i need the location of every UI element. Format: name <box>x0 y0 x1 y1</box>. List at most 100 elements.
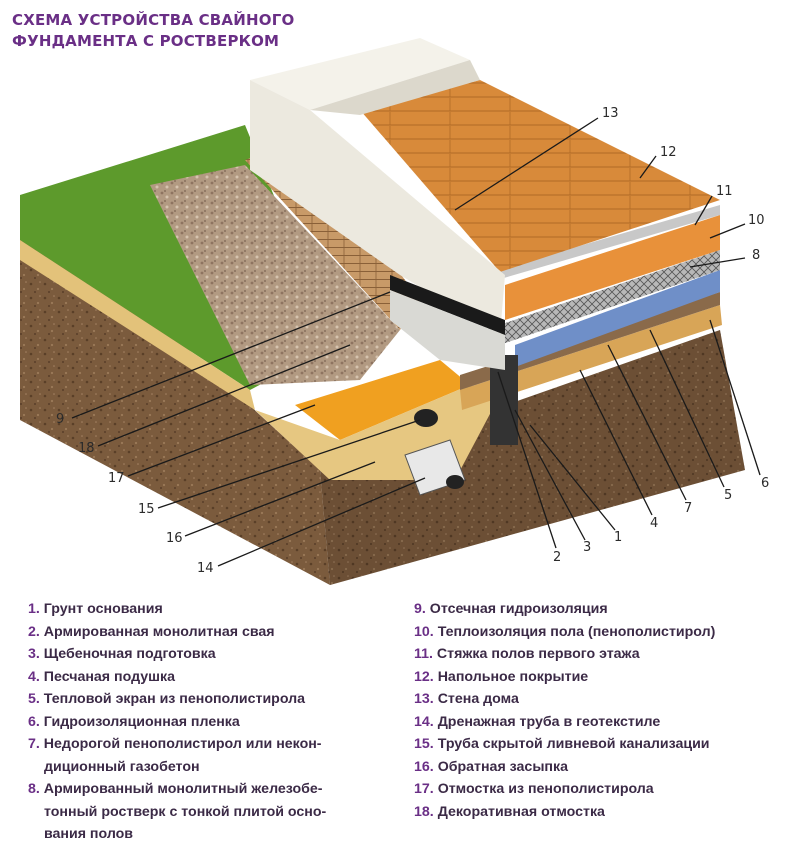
soil-right-face <box>320 330 745 585</box>
decorative-gravel <box>150 165 400 385</box>
callout-10: 10 <box>748 213 765 228</box>
diagram-title: СХЕМА УСТРОЙСТВА СВАЙНОГО ФУНДАМЕНТА С Р… <box>12 10 342 52</box>
legend-num: 2. <box>28 623 40 640</box>
callout-13: 13 <box>602 106 619 121</box>
legend-num: 13. <box>414 691 434 707</box>
legend-num: 4. <box>28 668 40 685</box>
leader-16 <box>184 461 376 537</box>
leader-7 <box>607 344 687 501</box>
house-wall-front <box>250 80 505 335</box>
legend-item-17: 17. Отмостка из пенополистирола <box>414 778 794 801</box>
legend-num: 11. <box>414 646 433 662</box>
wood-floor <box>360 80 720 272</box>
callout-14: 14 <box>197 561 214 576</box>
legend-item-1: 1. Грунт основания <box>28 598 398 621</box>
legend-num: 12. <box>414 668 434 685</box>
grillage-concrete <box>390 290 505 370</box>
legend-text: Дренажная труба в геотекстиле <box>437 713 661 730</box>
leader-9 <box>71 291 391 419</box>
leader-lines <box>71 117 761 567</box>
callout-7: 7 <box>684 501 693 516</box>
gravel-prep <box>460 292 720 390</box>
legend-item-8: 8. Армированный монолитный железобе-тонн… <box>28 778 398 846</box>
legend-item-6: 6. Гидроизоляционная пленка <box>28 711 398 734</box>
sand-under-grass <box>20 240 255 410</box>
legend-item-12: 12. Напольное покрытие <box>414 666 794 689</box>
storm-pipe-end <box>446 475 464 489</box>
legend-num: 9. <box>414 601 426 617</box>
legend-text: Отмостка из пенополистирола <box>437 781 654 797</box>
legend-item-2: 2. Армированная монолитная свая <box>28 621 398 644</box>
legend-item-11: 11. Стяжка полов первого этажа <box>414 643 794 666</box>
leader-12 <box>639 155 657 179</box>
legend-num: 10. <box>414 623 434 640</box>
legend-text: Армированная монолитная свая <box>43 623 275 640</box>
legend-text: Обратная засыпка <box>437 758 568 775</box>
legend-num: 1. <box>28 601 40 617</box>
legend-item-7: 7. Недорогой пенополистирол или некон-ди… <box>28 733 398 778</box>
callout-6: 6 <box>761 476 770 491</box>
legend-item-9: 9. Отсечная гидроизоляция <box>414 598 794 621</box>
leader-18 <box>97 344 351 447</box>
legend-right: 9. Отсечная гидроизоляция 10. Теплоизоля… <box>414 598 794 823</box>
leader-4 <box>579 369 653 516</box>
legend-item-16: 16. Обратная засыпка <box>414 756 794 779</box>
legend-text: Недорогой пенополистирол или некон- <box>43 736 322 752</box>
cutoff-waterproofing <box>390 275 505 335</box>
legend-text: Декоративная отмостка <box>437 803 605 820</box>
legend-item-18: 18. Декоративная отмостка <box>414 801 794 824</box>
legend-num: 15. <box>414 736 434 752</box>
legend-item-4: 4. Песчаная подушка <box>28 666 398 689</box>
legend-left: 1. Грунт основания 2. Армированная монол… <box>28 598 398 846</box>
callout-17: 17 <box>108 471 125 486</box>
callout-1: 1 <box>614 530 623 545</box>
leader-1 <box>529 424 616 531</box>
sand-cushion <box>460 305 722 410</box>
legend-item-13: 13. Стена дома <box>414 688 794 711</box>
legend-num: 6. <box>28 713 40 730</box>
title-line-1: СХЕМА УСТРОЙСТВА СВАЙНОГО <box>12 11 295 29</box>
leader-6 <box>709 319 761 476</box>
legend-num: 18. <box>414 803 434 820</box>
legend-num: 3. <box>28 646 40 662</box>
title-line-2: ФУНДАМЕНТА С РОСТВЕРКОМ <box>12 32 280 50</box>
leader-10 <box>709 223 746 239</box>
leader-3 <box>514 409 586 541</box>
legend-text: Грунт основания <box>43 601 163 617</box>
leader-15 <box>157 419 421 509</box>
callout-8: 8 <box>752 248 761 263</box>
legend-item-14: 14. Дренажная труба в геотекстиле <box>414 711 794 734</box>
foam-blue-layer <box>515 270 720 367</box>
legend-text: Щебеночная подготовка <box>43 646 216 662</box>
legend-num: 5. <box>28 691 40 707</box>
callout-12: 12 <box>660 145 677 160</box>
screed <box>490 205 720 282</box>
legend-text: Напольное покрытие <box>437 668 589 685</box>
legend-text: Стяжка полов первого этажа <box>436 646 640 662</box>
legend-num: 17. <box>414 781 434 797</box>
leader-11 <box>694 195 713 226</box>
legend-item-10: 10. Теплоизоляция пола (пенополистирол) <box>414 621 794 644</box>
legend-text: Армированный монолитный железобе- <box>43 781 323 797</box>
callout-4: 4 <box>650 516 659 531</box>
callout-15: 15 <box>138 502 155 517</box>
legend-num: 16. <box>414 758 434 775</box>
legend-item-15: 15. Труба скрытой ливневой канализации <box>414 733 794 756</box>
foam-blind-area <box>295 360 470 440</box>
legend-num: 7. <box>28 736 40 752</box>
grillage-mesh <box>470 250 720 355</box>
drain-pipe-end <box>414 409 438 427</box>
house-wall-side <box>310 60 480 115</box>
callout-2: 2 <box>553 550 562 565</box>
legend-text-cont: диционный газобетон <box>44 758 200 775</box>
leader-17 <box>127 404 316 477</box>
foundation-diagram <box>20 38 761 585</box>
callout-11: 11 <box>716 184 733 199</box>
callout-9: 9 <box>56 412 65 427</box>
soil-right-shade <box>320 330 745 585</box>
leader-14 <box>217 477 426 567</box>
legend-text: Тепловой экран из пенополистирола <box>43 691 306 707</box>
legend-text: Стена дома <box>437 691 519 707</box>
leader-5 <box>649 329 725 488</box>
legend-num: 8. <box>28 781 40 797</box>
